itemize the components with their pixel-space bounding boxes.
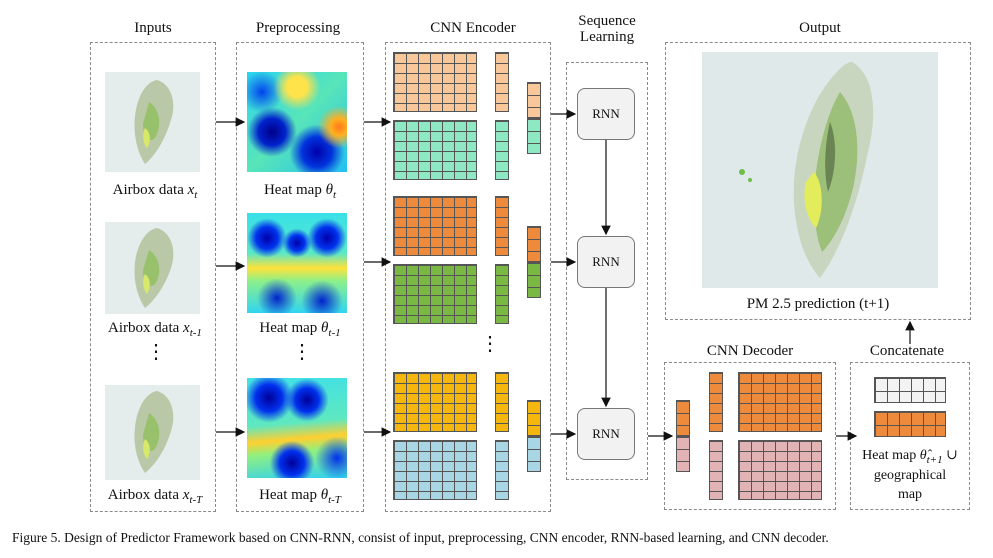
heat-map-t-1 — [247, 213, 347, 313]
cnn-encoder-box — [385, 42, 551, 512]
airbox-label-t-1: Airbox data xt-1 — [108, 320, 202, 339]
header-sequence-learning: Sequence Learning — [578, 13, 636, 45]
framework-figure: Inputs Preprocessing CNN Encoder Sequenc… — [90, 13, 971, 512]
heatmap-prediction-grid — [874, 411, 946, 437]
concat-label-line2: geographical — [873, 468, 947, 483]
heat-map-t-T — [247, 378, 347, 478]
airbox-label-t-T: Airbox data xt-T — [107, 487, 203, 506]
header-cnn-encoder: CNN Encoder — [430, 20, 516, 36]
concat-label-line3: map — [897, 487, 923, 502]
encoder-code-column — [527, 118, 541, 154]
encoder-feature-grid — [393, 196, 477, 256]
heatmap-label-t-1: Heat map θt-1 — [259, 320, 341, 339]
header-output: Output — [799, 20, 841, 36]
pm25-prediction-label: PM 2.5 prediction (t+1) — [746, 296, 890, 312]
airbox-map-t-T — [105, 385, 200, 480]
encoder-feature-grid — [393, 372, 477, 432]
concat-label-line1: Heat map θ̂t+1 ∪ — [862, 448, 958, 466]
rnn-cell-t-T: RNN — [577, 408, 635, 460]
flow-arrows — [216, 109, 915, 441]
encoder-feature-grid — [393, 120, 477, 180]
encoder-feature-grid — [393, 264, 477, 324]
encoder-code-column — [527, 262, 541, 298]
encoder-feature-grid — [393, 52, 477, 112]
encoder-feature-column — [495, 372, 509, 432]
header-preprocessing: Preprocessing — [255, 20, 341, 36]
heatmap-label-t: Heat map θt — [263, 182, 337, 201]
header-inputs: Inputs — [134, 20, 172, 36]
decoder-feature-column — [709, 372, 723, 432]
encoder-code-column — [527, 400, 541, 436]
rnn-cell-t-1: RNN — [577, 236, 635, 288]
encoder-feature-column — [495, 52, 509, 112]
heatmap-label-t-T: Heat map θt-T — [259, 487, 341, 506]
encoder-feature-column — [495, 120, 509, 180]
header-concatenate: Concatenate — [869, 343, 945, 359]
output-box — [665, 42, 971, 320]
encoder-code-column — [527, 436, 541, 472]
decoder-feature-column — [709, 440, 723, 500]
decoder-feature-grid — [738, 372, 822, 432]
airbox-map-t — [105, 72, 200, 172]
encoder-feature-column — [495, 440, 509, 500]
preprocessing-box — [236, 42, 364, 512]
heat-map-t — [247, 72, 347, 172]
pm25-prediction-map — [702, 52, 938, 288]
encoder-feature-column — [495, 196, 509, 256]
decoder-feature-grid — [738, 440, 822, 500]
encoder-feature-column — [495, 264, 509, 324]
geographical-map-grid — [874, 377, 946, 403]
airbox-map-t-1 — [105, 222, 200, 314]
inputs-box — [90, 42, 216, 512]
decoder-code-column — [676, 400, 690, 436]
header-cnn-decoder: CNN Decoder — [706, 343, 794, 359]
encoder-feature-grid — [393, 440, 477, 500]
figure-caption: Figure 5. Design of Predictor Framework … — [12, 530, 829, 545]
sequence-learning-box — [566, 62, 648, 480]
encoder-code-column — [527, 82, 541, 118]
airbox-label-t: Airbox data xt — [112, 182, 198, 201]
rnn-cell-t: RNN — [577, 88, 635, 140]
encoder-code-column — [527, 226, 541, 262]
decoder-code-column — [676, 436, 690, 472]
